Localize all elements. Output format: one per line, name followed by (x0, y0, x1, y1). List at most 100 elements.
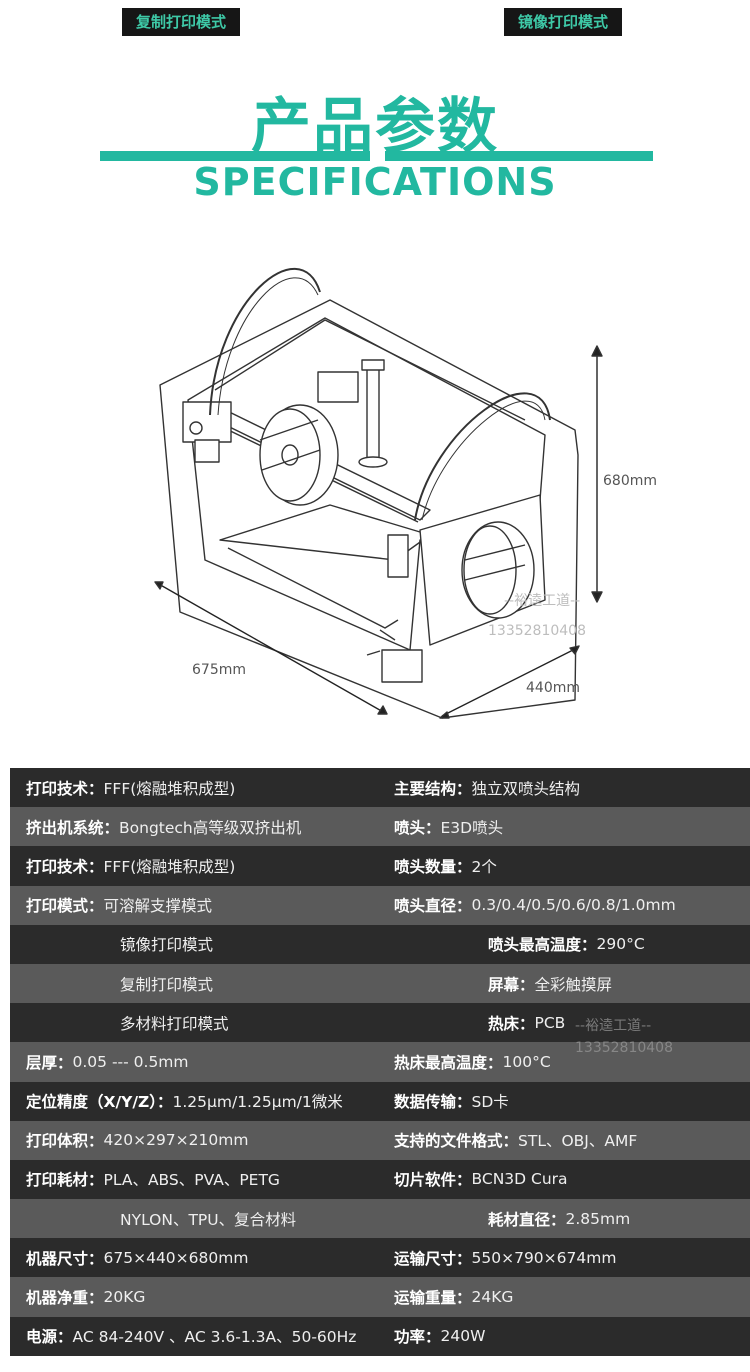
spec-right-value: 独立双喷头结构 (471, 779, 581, 798)
spec-left-value: 镜像打印模式 (120, 936, 214, 955)
spec-left-value: 1.25μm/1.25μm/1微米 (172, 1093, 343, 1112)
spec-right-cell: 支持的文件格式：STL、OBJ、AMF (394, 1129, 637, 1151)
spec-right-label: 运输尺寸： (394, 1249, 472, 1268)
spec-row: 打印模式：可溶解支撑模式 喷头直径：0.3/0.4/0.5/0.6/0.8/1.0… (10, 885, 750, 925)
spec-right-value: 0.3/0.4/0.5/0.6/0.8/1.0mm (471, 896, 676, 915)
spec-left-value: AC 84-240V 、AC 3.6-1.3A、50-60Hz (72, 1328, 357, 1347)
spec-left-value: 0.05 --- 0.5mm (72, 1052, 189, 1071)
spec-left-value: FFF(熔融堆积成型) (103, 857, 236, 876)
spec-right-label: 喷头最高温度： (488, 936, 597, 955)
spec-right-value: BCN3D Cura (471, 1170, 568, 1189)
spec-right-label: 喷头直径： (394, 897, 472, 916)
spec-left-label: 定位精度（X/Y/Z）： (26, 1093, 173, 1112)
spec-left-label: 挤出机系统： (26, 818, 120, 837)
table-watermark-phone: 13352810408 (575, 1040, 673, 1056)
spec-table: 打印技术：FFF(熔融堆积成型)主要结构：独立双喷头结构挤出机系统：Bongte… (10, 768, 750, 1356)
spec-right-cell: 喷头数量：2个 (394, 855, 497, 877)
spec-row: 镜像打印模式 喷头最高温度：290°C (10, 924, 750, 964)
spec-right-value: E3D喷头 (440, 818, 504, 837)
watermark-phone: 13352810408 (488, 623, 586, 639)
spec-right-cell: 耗材直径：2.85mm (488, 1208, 630, 1230)
spec-left-cell: 电源：AC 84-240V 、AC 3.6-1.3A、50-60Hz (10, 1325, 394, 1347)
spec-left-cell: 机器净重：20KG (10, 1286, 394, 1308)
spec-row: 打印技术：FFF(熔融堆积成型)喷头数量：2个 (10, 846, 750, 886)
spec-left-value: 420×297×210mm (103, 1131, 249, 1150)
spec-right-value: STL、OBJ、AMF (518, 1132, 638, 1151)
spec-right-label: 切片软件： (394, 1171, 472, 1190)
watermark-name: --裕逵工道-- (504, 593, 580, 609)
spec-right-cell: 运输尺寸：550×790×674mm (394, 1247, 616, 1269)
spec-left-label: 打印技术： (26, 779, 104, 798)
spec-right-cell: 数据传输：SD卡 (394, 1090, 509, 1112)
spec-left-value: Bongtech高等级双挤出机 (119, 818, 302, 837)
spec-right-label: 喷头： (394, 818, 441, 837)
spec-right-label: 热床： (488, 1014, 535, 1033)
spec-left-value: 复制打印模式 (120, 975, 214, 994)
spec-right-label: 喷头数量： (394, 857, 472, 876)
spec-row: 定位精度（X/Y/Z）：1.25μm/1.25μm/1微米数据传输：SD卡 (10, 1081, 750, 1121)
spec-right-value: 240W (440, 1327, 486, 1346)
spec-right-cell: 功率：240W (394, 1325, 485, 1347)
spec-right-cell: 主要结构：独立双喷头结构 (394, 777, 580, 799)
spec-right-value: PCB (534, 1013, 566, 1032)
spec-left-cell: 打印体积：420×297×210mm (10, 1129, 394, 1151)
spec-left-cell: 定位精度（X/Y/Z）：1.25μm/1.25μm/1微米 (10, 1090, 394, 1112)
spec-right-label: 支持的文件格式： (394, 1132, 519, 1151)
title-divider-left (100, 151, 370, 161)
spec-left-label: 打印模式： (26, 897, 104, 916)
spec-row: 多材料打印模式 热床：PCB (10, 1003, 750, 1043)
spec-left-value: 可溶解支撑模式 (103, 897, 213, 916)
spec-left-value: PLA、ABS、PVA、PETG (103, 1171, 280, 1190)
table-watermark: --裕逵工道-- 13352810408 (575, 1015, 673, 1059)
spec-left-cell: 层厚：0.05 --- 0.5mm (10, 1051, 394, 1073)
page-title-cn: 产品参数 (251, 92, 499, 162)
spec-left-cell: 打印技术：FFF(熔融堆积成型) (10, 855, 394, 877)
spec-left-cell: 机器尺寸：675×440×680mm (10, 1247, 394, 1269)
spec-left-label: 层厚： (26, 1053, 73, 1072)
spec-row: 挤出机系统：Bongtech高等级双挤出机喷头：E3D喷头 (10, 807, 750, 847)
spec-left-value: FFF(熔融堆积成型) (103, 779, 236, 798)
spec-row: 打印耗材：PLA、ABS、PVA、PETG 切片软件：BCN3D Cura (10, 1159, 750, 1200)
spec-row: NYLON、TPU、复合材料 耗材直径：2.85mm (10, 1199, 750, 1239)
width-dimension-label: 675mm (192, 662, 246, 678)
spec-right-value: 550×790×674mm (471, 1248, 617, 1267)
spec-row: 打印技术：FFF(熔融堆积成型) 主要结构：独立双喷头结构 (10, 768, 750, 808)
spec-right-value: 100°C (502, 1052, 551, 1071)
spec-right-value: 290°C (596, 935, 645, 954)
spec-right-cell: 切片软件：BCN3D Cura (394, 1168, 568, 1190)
spec-right-value: 2.85mm (565, 1209, 631, 1228)
spec-right-label: 热床最高温度： (394, 1053, 503, 1072)
spec-right-cell: 喷头最高温度：290°C (488, 933, 645, 955)
duplicate-mode-badge: 复制打印模式 (122, 8, 240, 36)
spec-right-label: 主要结构： (394, 779, 472, 798)
spec-left-label: 电源： (26, 1328, 73, 1347)
spec-left-cell: 镜像打印模式 (10, 933, 488, 955)
depth-dimension-label: 440mm (526, 680, 580, 696)
spec-left-value: 675×440×680mm (103, 1248, 249, 1267)
spec-left-label: 打印耗材： (26, 1171, 104, 1190)
height-dimension-label: 680mm (603, 473, 657, 489)
mirror-mode-badge: 镜像打印模式 (504, 8, 622, 36)
spec-right-label: 功率： (394, 1328, 441, 1347)
table-watermark-name: --裕逵工道-- (575, 1018, 652, 1034)
spec-right-value: 24KG (471, 1288, 514, 1307)
spec-right-value: 2个 (471, 857, 497, 876)
spec-left-cell: 复制打印模式 (10, 973, 488, 995)
spec-left-value: 多材料打印模式 (120, 1014, 229, 1033)
spec-right-cell: 喷头直径：0.3/0.4/0.5/0.6/0.8/1.0mm (394, 894, 676, 916)
spec-right-label: 屏幕： (488, 975, 535, 994)
spec-left-label: 打印技术： (26, 857, 104, 876)
spec-right-label: 数据传输： (394, 1093, 472, 1112)
page-title-en: SPECIFICATIONS (193, 160, 557, 204)
spec-left-value: NYLON、TPU、复合材料 (120, 1210, 297, 1229)
spec-left-label: 打印体积： (26, 1132, 104, 1151)
spec-left-cell: 挤出机系统：Bongtech高等级双挤出机 (10, 816, 394, 838)
spec-left-cell: 多材料打印模式 (10, 1012, 488, 1034)
spec-right-cell: 热床：PCB (488, 1012, 565, 1034)
printer-illustration: 680mm 675mm 440mm --裕逵工道-- 13352810408 (154, 268, 657, 719)
spec-left-label: 机器净重： (26, 1289, 104, 1308)
